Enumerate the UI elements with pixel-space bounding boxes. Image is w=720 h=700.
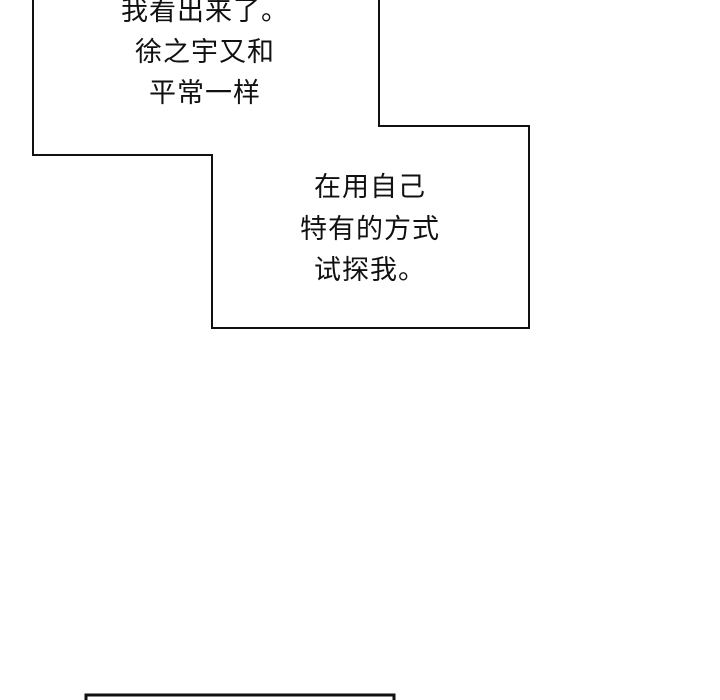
bubble-line: 徐之宇又和 <box>135 37 275 68</box>
speech-bubble-2: 在用自己 特有的方式 试探我。 <box>270 168 470 291</box>
bubble-line: 特有的方式 <box>300 214 440 245</box>
speech-bubble-1: 我看出来了。 徐之宇又和 平常一样 <box>105 0 305 114</box>
bubble-line: 试探我。 <box>314 255 426 286</box>
next-panel-border <box>84 693 396 700</box>
speech-box-outline <box>32 0 530 329</box>
bubble-line: 在用自己 <box>314 172 426 203</box>
bubble-line: 我看出来了。 <box>121 0 289 27</box>
bubble-line: 平常一样 <box>149 78 261 109</box>
